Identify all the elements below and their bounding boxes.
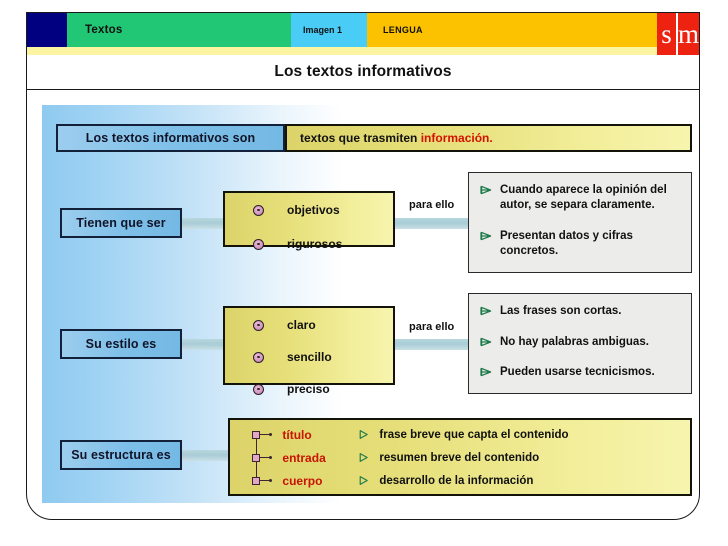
pink-square-node-icon	[252, 430, 260, 439]
structure-part-0-name: título	[282, 427, 312, 442]
definition-value-plain: textos que trasmiten	[300, 131, 418, 145]
row-1-note-0: Cuando aparece la opinión del autor, se …	[500, 184, 667, 211]
list-item: Las frases son cortas.	[480, 304, 686, 319]
row-2-item-0: claro	[287, 318, 316, 332]
row-2-note-2: Pueden usarse tecnicismos.	[500, 366, 655, 379]
node-tip	[269, 478, 273, 483]
list-item: sencillo	[253, 350, 332, 364]
structure-part-0-desc: frase breve que capta el contenido	[379, 428, 569, 441]
row-2-notes-list: Las frases son cortas. No hay palabras a…	[480, 304, 686, 380]
dot-bullet-icon	[253, 238, 264, 250]
row-1-label-text: Tienen que ser	[76, 216, 166, 230]
row-1-label-box: Tienen que ser	[60, 208, 182, 238]
list-item: título frase breve que capta el contenid…	[252, 423, 569, 446]
list-item: preciso	[253, 382, 332, 396]
connector-row-2-left	[170, 339, 270, 350]
structure-part-1-name: entrada	[282, 450, 326, 465]
row-1-note-1: Presentan datos y cifras concretos.	[500, 230, 633, 258]
header-subject-label: LENGUA	[383, 25, 423, 35]
row-2-notes-box	[468, 293, 692, 394]
definition-label-box: Los textos informativos son	[56, 124, 285, 152]
node-stub	[260, 433, 269, 436]
page-title: Los textos informativos	[274, 63, 452, 80]
row-3-structure-box	[228, 418, 692, 496]
dot-bullet-icon	[253, 351, 264, 363]
row-2-note-1: No hay palabras ambiguas.	[500, 335, 649, 348]
row-1-item-list: objetivos rigurosos	[253, 203, 342, 251]
row-2-items-box	[223, 306, 395, 385]
dot-bullet-icon	[253, 383, 264, 395]
row-2-item-1: sencillo	[287, 350, 332, 364]
row-1-item-0: objetivos	[287, 203, 340, 217]
pink-square-node-icon	[252, 453, 260, 462]
green-triangle-arrow-icon	[480, 368, 492, 377]
row-3-label-box: Su estructura es	[60, 440, 182, 470]
definition-value-accent: información.	[420, 131, 493, 145]
row-1-notes-list: Cuando aparece la opinión del autor, se …	[480, 183, 686, 259]
structure-tree: título frase breve que capta el contenid…	[252, 423, 569, 492]
header-subject-block: LENGUA	[367, 13, 657, 47]
green-triangle-arrow-icon	[360, 453, 369, 462]
sm-logo-s: s	[657, 13, 676, 55]
connector-row-1-right	[395, 218, 475, 229]
green-triangle-arrow-icon	[360, 476, 369, 485]
header-image-label: Imagen 1	[303, 25, 343, 35]
green-triangle-arrow-icon	[480, 337, 492, 346]
node-tip	[269, 432, 273, 437]
row-1-connector-label: para ello	[409, 199, 455, 211]
list-item: rigurosos	[253, 237, 342, 251]
sm-logo-m: m	[678, 13, 699, 55]
row-2-label-box: Su estilo es	[60, 329, 182, 359]
list-item: cuerpo desarrollo de la información	[252, 469, 569, 492]
dot-bullet-icon	[253, 319, 264, 331]
row-1-items-box	[223, 191, 395, 247]
list-item: No hay palabras ambiguas.	[480, 335, 686, 350]
list-item: Presentan datos y cifras concretos.	[480, 229, 686, 258]
row-1-item-1: rigurosos	[287, 237, 343, 251]
sm-logo: s m	[657, 13, 699, 55]
green-triangle-arrow-icon	[480, 232, 492, 241]
structure-part-1-desc: resumen breve del contenido	[379, 451, 540, 464]
list-item: objetivos	[253, 203, 342, 217]
structure-part-2-desc: desarrollo de la información	[379, 474, 534, 487]
list-item: Cuando aparece la opinión del autor, se …	[480, 183, 686, 212]
green-triangle-arrow-icon	[360, 430, 369, 439]
header-image-block: Imagen 1	[291, 13, 367, 47]
row-2-connector-label: para ello	[409, 321, 455, 333]
dot-bullet-icon	[253, 204, 264, 216]
row-2-item-list: claro sencillo preciso	[253, 318, 332, 396]
list-item: entrada resumen breve del contenido	[252, 446, 569, 469]
header-section-label: Textos	[85, 24, 123, 36]
row-2-item-2: preciso	[287, 382, 330, 396]
pink-square-node-icon	[252, 476, 260, 485]
node-tip	[269, 455, 273, 460]
connector-row-2-right	[395, 339, 475, 350]
definition-value-box	[285, 124, 692, 152]
header-section-block: Textos	[67, 13, 291, 47]
definition-label-text: Los textos informativos son	[85, 131, 256, 145]
green-triangle-arrow-icon	[480, 306, 492, 316]
header-yellow-strip	[27, 47, 657, 55]
header-navy-block	[27, 13, 67, 47]
row-2-note-0: Las frases son cortas.	[500, 305, 622, 317]
definition-value-text: textos que trasmiten información.	[300, 131, 493, 145]
row-3-label-text: Su estructura es	[71, 448, 171, 462]
node-stub	[260, 456, 269, 459]
structure-part-2-name: cuerpo	[282, 473, 323, 488]
node-stub	[260, 479, 269, 482]
row-2-label-text: Su estilo es	[85, 337, 157, 351]
list-item: Pueden usarse tecnicismos.	[480, 365, 686, 380]
header-bar: Textos Imagen 1 LENGUA s m	[27, 13, 699, 55]
title-zone: Los textos informativos	[27, 55, 699, 90]
list-item: claro	[253, 318, 332, 332]
connector-row-1-left	[170, 218, 270, 229]
green-triangle-arrow-icon	[480, 185, 492, 195]
row-1-notes-box	[468, 172, 692, 273]
connector-row-3	[170, 450, 230, 461]
